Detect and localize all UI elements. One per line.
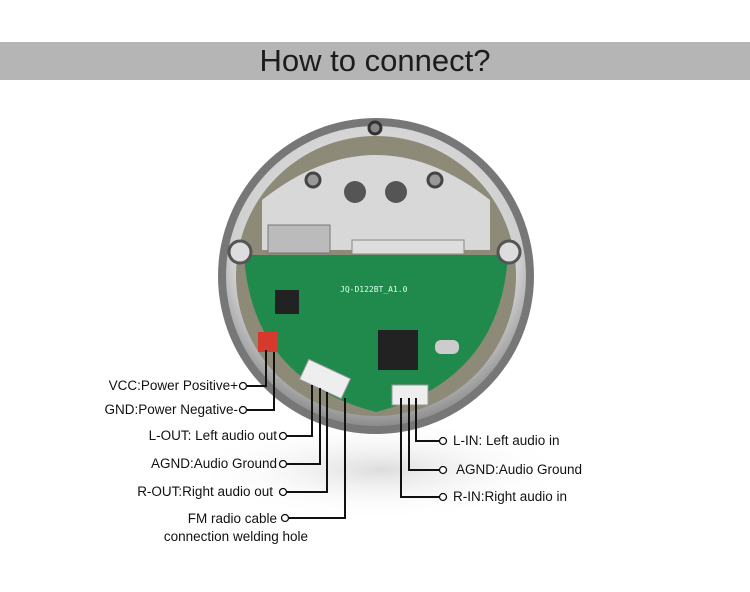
- main-chip: [378, 330, 418, 370]
- label-l-in: L-IN: Left audio in: [453, 433, 560, 448]
- crystal: [435, 340, 459, 354]
- label-agnd-out: AGND:Audio Ground: [150, 456, 277, 471]
- screw: [304, 171, 322, 189]
- label-r-out: R-OUT:Right audio out: [137, 484, 273, 499]
- label-fm-line2: connection welding hole: [163, 529, 308, 544]
- label-l-out: L-OUT: Left audio out: [148, 428, 277, 443]
- ribbon-connector: [351, 239, 465, 255]
- label-gnd: GND:Power Negative-: [104, 402, 238, 417]
- hole: [344, 181, 366, 203]
- screw: [227, 239, 253, 265]
- label-fm-line1: FM radio cable: [187, 511, 277, 526]
- leader-lines: [247, 350, 439, 519]
- power-connector: [258, 332, 278, 352]
- regulator-chip: [275, 290, 299, 314]
- screw: [496, 239, 522, 265]
- label-vcc: VCC:Power Positive+: [108, 378, 238, 393]
- screw: [426, 171, 444, 189]
- screw: [367, 120, 383, 136]
- label-r-in: R-IN:Right audio in: [453, 489, 568, 504]
- label-agnd-in: AGND:Audio Ground: [456, 462, 583, 477]
- title-banner: [0, 42, 750, 80]
- page-title: How to connect?: [259, 43, 491, 78]
- pcb-connector: [267, 224, 331, 254]
- pin-markers: [238, 381, 448, 523]
- board-marking: JQ-D122BT_A1.0: [340, 285, 408, 294]
- hole: [385, 181, 407, 203]
